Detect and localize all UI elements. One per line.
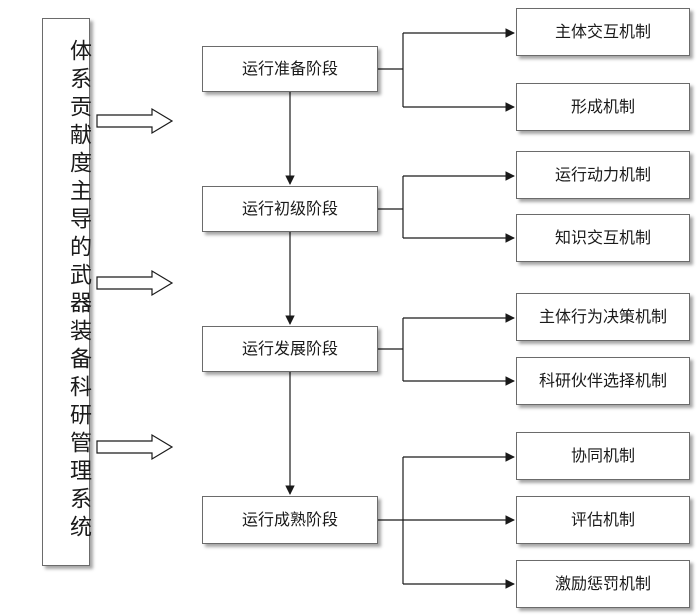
system-label: 体系贡献度主导的武器装备科研管理系统 <box>66 39 91 543</box>
branch-group-3 <box>378 313 515 386</box>
hollow-arrow-2 <box>96 269 174 297</box>
mechanism-label: 主体交互机制 <box>554 22 651 41</box>
branch-group-4 <box>378 452 515 589</box>
stage-box-preparation: 运行准备阶段 <box>202 46 378 92</box>
mechanism-box: 科研伙伴选择机制 <box>516 357 690 405</box>
stage-box-mature: 运行成熟阶段 <box>202 496 378 544</box>
mechanism-label: 主体行为决策机制 <box>538 307 667 326</box>
system-box: 体系贡献度主导的武器装备科研管理系统 <box>42 18 91 566</box>
hollow-arrow-1 <box>96 107 174 135</box>
branch-group-1 <box>378 28 515 112</box>
mechanism-label: 激励惩罚机制 <box>554 574 651 593</box>
hollow-arrow-3 <box>96 433 174 461</box>
stage-label: 运行发展阶段 <box>241 339 338 358</box>
mechanism-label: 形成机制 <box>570 97 635 116</box>
mechanism-label: 评估机制 <box>570 510 635 529</box>
mechanism-label: 协同机制 <box>570 446 635 465</box>
mechanism-box: 评估机制 <box>516 496 690 544</box>
stage-box-initial: 运行初级阶段 <box>202 186 378 232</box>
mechanism-box: 激励惩罚机制 <box>516 560 690 608</box>
stage-box-development: 运行发展阶段 <box>202 326 378 372</box>
mechanism-label: 科研伙伴选择机制 <box>538 371 667 390</box>
mechanism-label: 运行动力机制 <box>554 165 651 184</box>
branch-group-2 <box>378 171 515 243</box>
mechanism-box: 知识交互机制 <box>516 214 690 262</box>
mechanism-box: 主体交互机制 <box>516 8 690 56</box>
stage-label: 运行成熟阶段 <box>241 510 338 529</box>
stage-label: 运行准备阶段 <box>241 59 338 78</box>
mechanism-box: 协同机制 <box>516 432 690 480</box>
mechanism-box: 运行动力机制 <box>516 151 690 199</box>
stage-label: 运行初级阶段 <box>241 199 338 218</box>
mechanism-box: 形成机制 <box>516 83 690 131</box>
mechanism-box: 主体行为决策机制 <box>516 293 690 341</box>
mechanism-label: 知识交互机制 <box>554 228 651 247</box>
